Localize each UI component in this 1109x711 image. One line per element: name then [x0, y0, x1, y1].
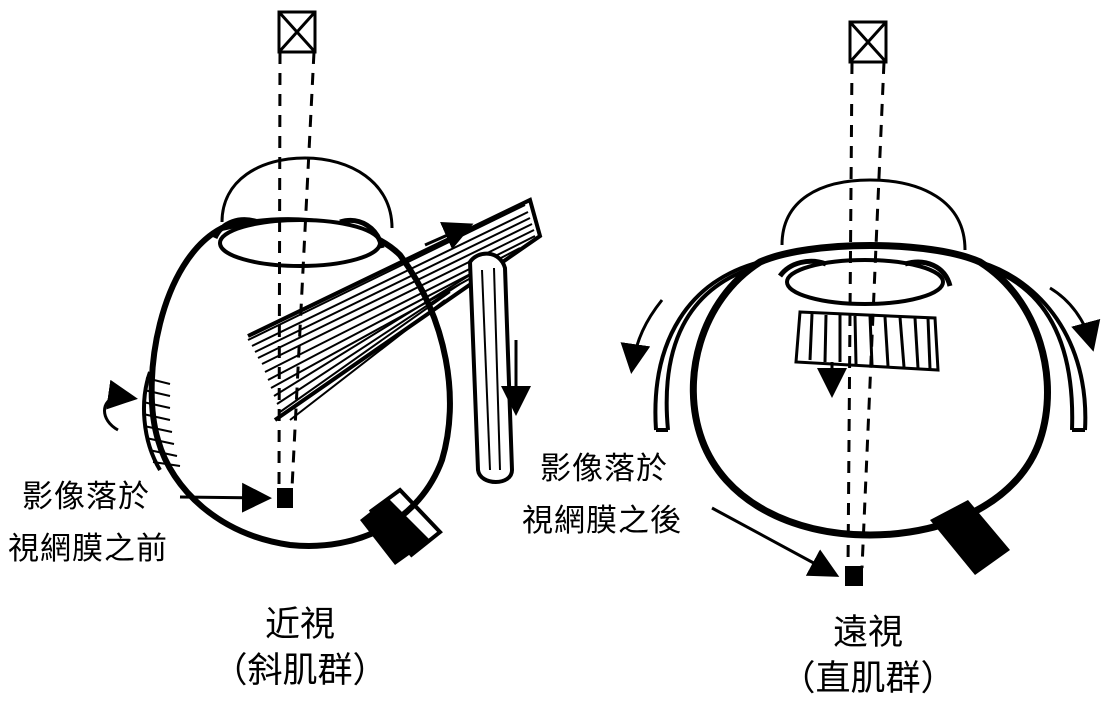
left-image-spot: [277, 488, 293, 508]
left-object-box: [279, 12, 315, 52]
left-caption: 近視: [240, 604, 360, 646]
right-label-line2: 視網膜之後: [522, 502, 682, 540]
right-subcaption: （直肌群）: [768, 658, 968, 700]
right-lens: [787, 260, 943, 304]
left-muscle-strap: [470, 254, 512, 482]
left-label-line2: 視網膜之前: [8, 530, 168, 568]
right-object-box: [850, 22, 886, 62]
left-lens: [220, 220, 380, 266]
right-image-spot: [845, 566, 863, 586]
hyperopia-eye: [632, 22, 1092, 586]
right-cornea: [782, 180, 965, 250]
myopia-eye: [105, 12, 541, 565]
left-label-arrow: [180, 497, 266, 498]
left-subcaption: （斜肌群）: [200, 650, 400, 692]
left-rotation-arrow: [105, 396, 133, 430]
right-label-line1: 影像落於: [540, 450, 668, 488]
left-label-line1: 影像落於: [22, 478, 150, 516]
right-ciliary-muscle: [796, 312, 938, 370]
right-rotation-arrow-left: [632, 300, 662, 368]
right-caption: 遠視: [808, 612, 928, 654]
